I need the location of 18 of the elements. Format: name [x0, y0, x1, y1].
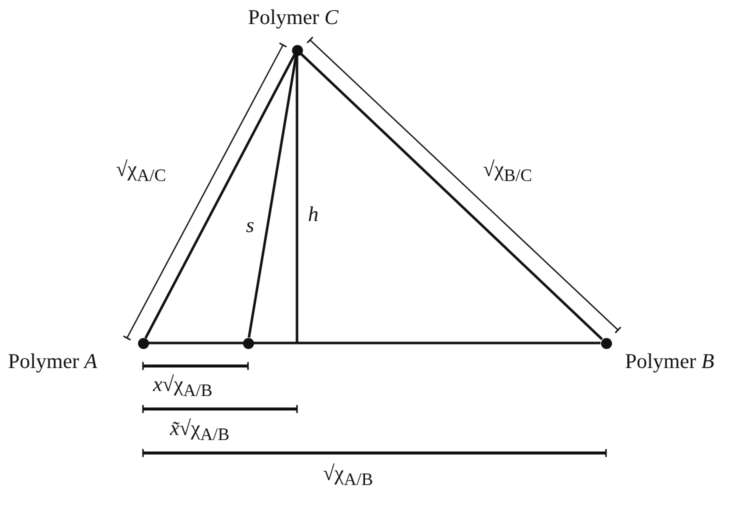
- line: [148, 342, 600, 344]
- vertex-point: [138, 338, 148, 348]
- dimension-label: √χ$_{B/C}$: [483, 158, 532, 186]
- line: [296, 56, 298, 343]
- dimension-label: x̃√χ$_{A/B}$: [170, 417, 230, 444]
- vertex-point: [600, 338, 612, 348]
- dimension-label: √χ$_{A/B}$: [323, 462, 374, 490]
- dimension-label: x√χ$_{A/B}$: [153, 373, 212, 400]
- edge-label: h: [308, 203, 318, 226]
- line: [248, 55, 298, 338]
- vertex-label: Polymer B: [625, 350, 714, 374]
- edge-label: s: [246, 214, 254, 238]
- line: [144, 54, 296, 339]
- vertex-point: [292, 44, 302, 56]
- vertex-point: [242, 338, 254, 348]
- vertex-label: Polymer C: [248, 6, 338, 30]
- vertex-label: Polymer A: [8, 350, 98, 374]
- dimension-label: √χ$_{A/C}$: [116, 158, 166, 186]
